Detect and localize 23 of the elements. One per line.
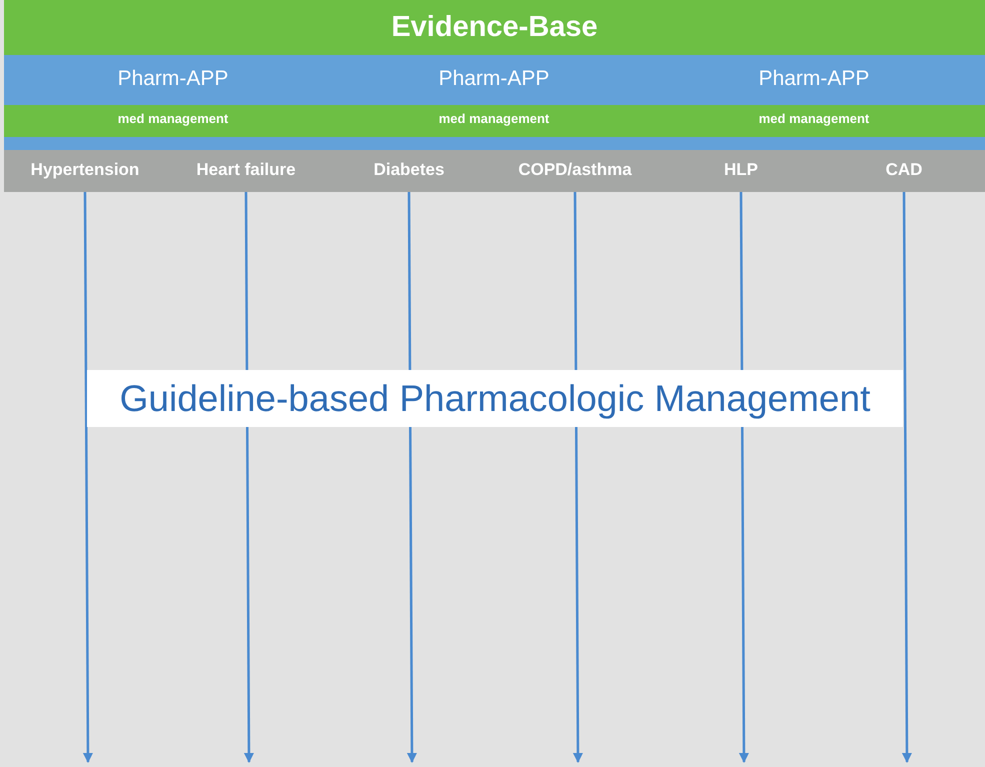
title-box: Guideline-based Pharmacologic Management <box>87 370 903 427</box>
module-label: Pharm-APP <box>438 67 550 91</box>
condition-label: CAD <box>886 160 922 180</box>
condition-band <box>4 150 985 192</box>
condition-label: Diabetes <box>374 160 444 180</box>
module-label: Pharm-APP <box>758 67 870 91</box>
condition-label: COPD/asthma <box>518 160 632 180</box>
subtitle-label: med management <box>438 111 550 126</box>
arrow <box>902 192 912 763</box>
condition-label: Heart failure <box>196 160 296 180</box>
header-band: Evidence-Base <box>4 0 985 55</box>
subtitle-label: med management <box>118 111 228 126</box>
arrow <box>572 192 583 763</box>
arrow <box>738 192 749 763</box>
subtitle-band <box>4 105 985 137</box>
arrow <box>406 192 417 763</box>
module-label: Pharm-APP <box>118 67 228 91</box>
subtitle-label: med management <box>758 111 870 126</box>
arrow <box>244 192 254 763</box>
condition-label: Hypertension <box>30 160 140 180</box>
condition-label: HLP <box>724 160 758 180</box>
arrow <box>82 192 93 763</box>
module-band <box>4 55 985 105</box>
